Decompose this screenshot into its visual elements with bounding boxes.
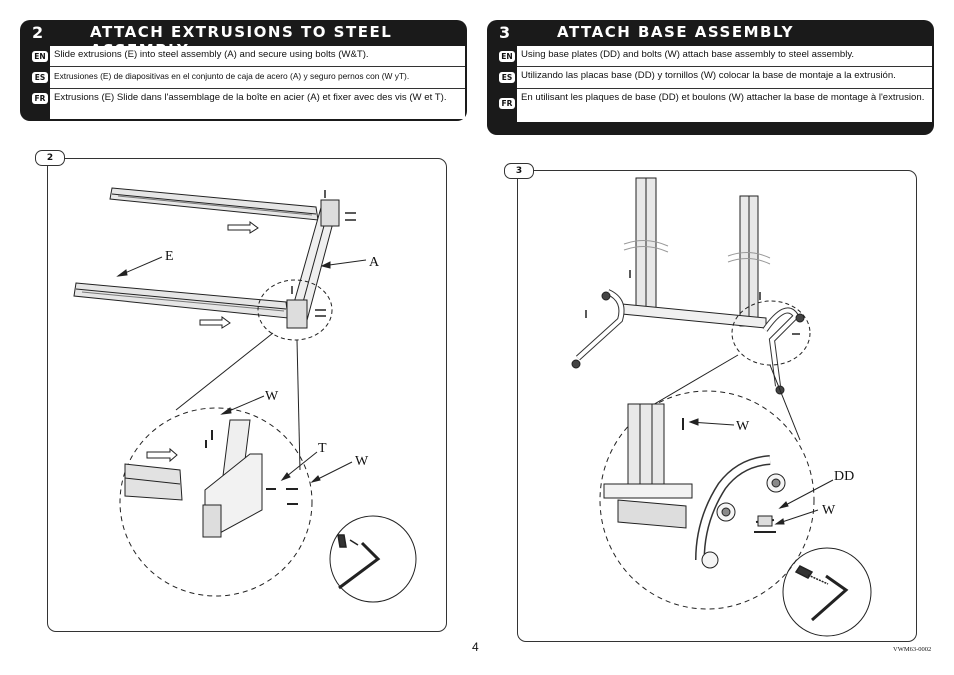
instruction-es: Utilizando las placas base (DD) y tornil… — [517, 67, 932, 89]
upright-right — [739, 195, 759, 327]
allen-key-detail — [329, 515, 417, 603]
instruction-rows: Slide extrusions (E) into steel assembly… — [50, 46, 465, 119]
label-E: E — [165, 249, 174, 264]
instruction-fr: En utilisant les plaques de base (DD) et… — [521, 92, 925, 103]
detail-bolts — [682, 418, 776, 533]
step-number: 2 — [32, 23, 44, 42]
extrusion-upper — [109, 187, 319, 221]
upright-left — [635, 177, 657, 309]
instruction-es: Extrusiones (E) de diapositivas en el co… — [50, 67, 465, 89]
detail-enlarged — [124, 419, 263, 538]
bolts-upper — [324, 190, 356, 221]
page-number: 4 — [472, 640, 479, 654]
base-foot-left — [571, 289, 625, 369]
label-DD: DD — [834, 469, 854, 484]
detail-enlarged — [603, 403, 786, 569]
step-3-instructions: 3 ATTACH BASE ASSEMBLY EN ES FR Using ba… — [487, 20, 934, 135]
panel-tag: 2 — [35, 150, 65, 166]
label-W: W — [265, 389, 279, 404]
label-W: W — [822, 503, 836, 518]
lang-badge-fr: FR — [499, 98, 515, 109]
lang-badge-en: EN — [499, 51, 515, 62]
small-bolts — [585, 270, 800, 335]
base-foot-right — [762, 307, 805, 395]
document-code: VWM63-0002 — [893, 646, 932, 653]
step-3-header: 3 ATTACH BASE ASSEMBLY — [487, 20, 934, 46]
steel-assembly — [286, 199, 340, 329]
instruction-en: Slide extrusions (E) into steel assembly… — [50, 46, 465, 67]
detail-circle-large — [599, 390, 815, 610]
slide-arrow-upper — [227, 221, 259, 234]
panel-tag: 3 — [504, 163, 534, 179]
lang-badge-en: EN — [32, 51, 48, 62]
lang-badge-es: ES — [499, 72, 515, 83]
instruction-fr: Extrusions (E) Slide dans l'assemblage d… — [54, 92, 447, 103]
slide-arrow-lower — [199, 316, 231, 329]
detail-circle-small — [257, 279, 333, 341]
step-title: ATTACH BASE ASSEMBLY — [557, 23, 795, 41]
label-W: W — [736, 419, 750, 434]
allen-key-icon — [794, 565, 849, 622]
lang-badge-es: ES — [32, 72, 48, 83]
instruction-en: Using base plates (DD) and bolts (W) att… — [517, 46, 932, 67]
label-W: W — [355, 454, 369, 469]
detail-circle-large — [119, 407, 313, 597]
allen-key-icon — [337, 534, 381, 590]
step-number: 3 — [499, 23, 511, 42]
step-2-instructions: 2 ATTACH EXTRUSIONS TO STEEL ASSEMBLY EN… — [20, 20, 467, 121]
detail-circle-small — [731, 300, 811, 366]
label-T: T — [318, 441, 327, 456]
lang-badge-fr: FR — [32, 93, 48, 104]
label-A: A — [369, 255, 380, 270]
instruction-rows: Using base plates (DD) and bolts (W) att… — [517, 46, 932, 122]
bolts-lower — [291, 286, 326, 317]
panel-step-2 — [47, 158, 447, 632]
allen-key-detail — [782, 547, 872, 637]
detail-bolts — [205, 430, 298, 505]
